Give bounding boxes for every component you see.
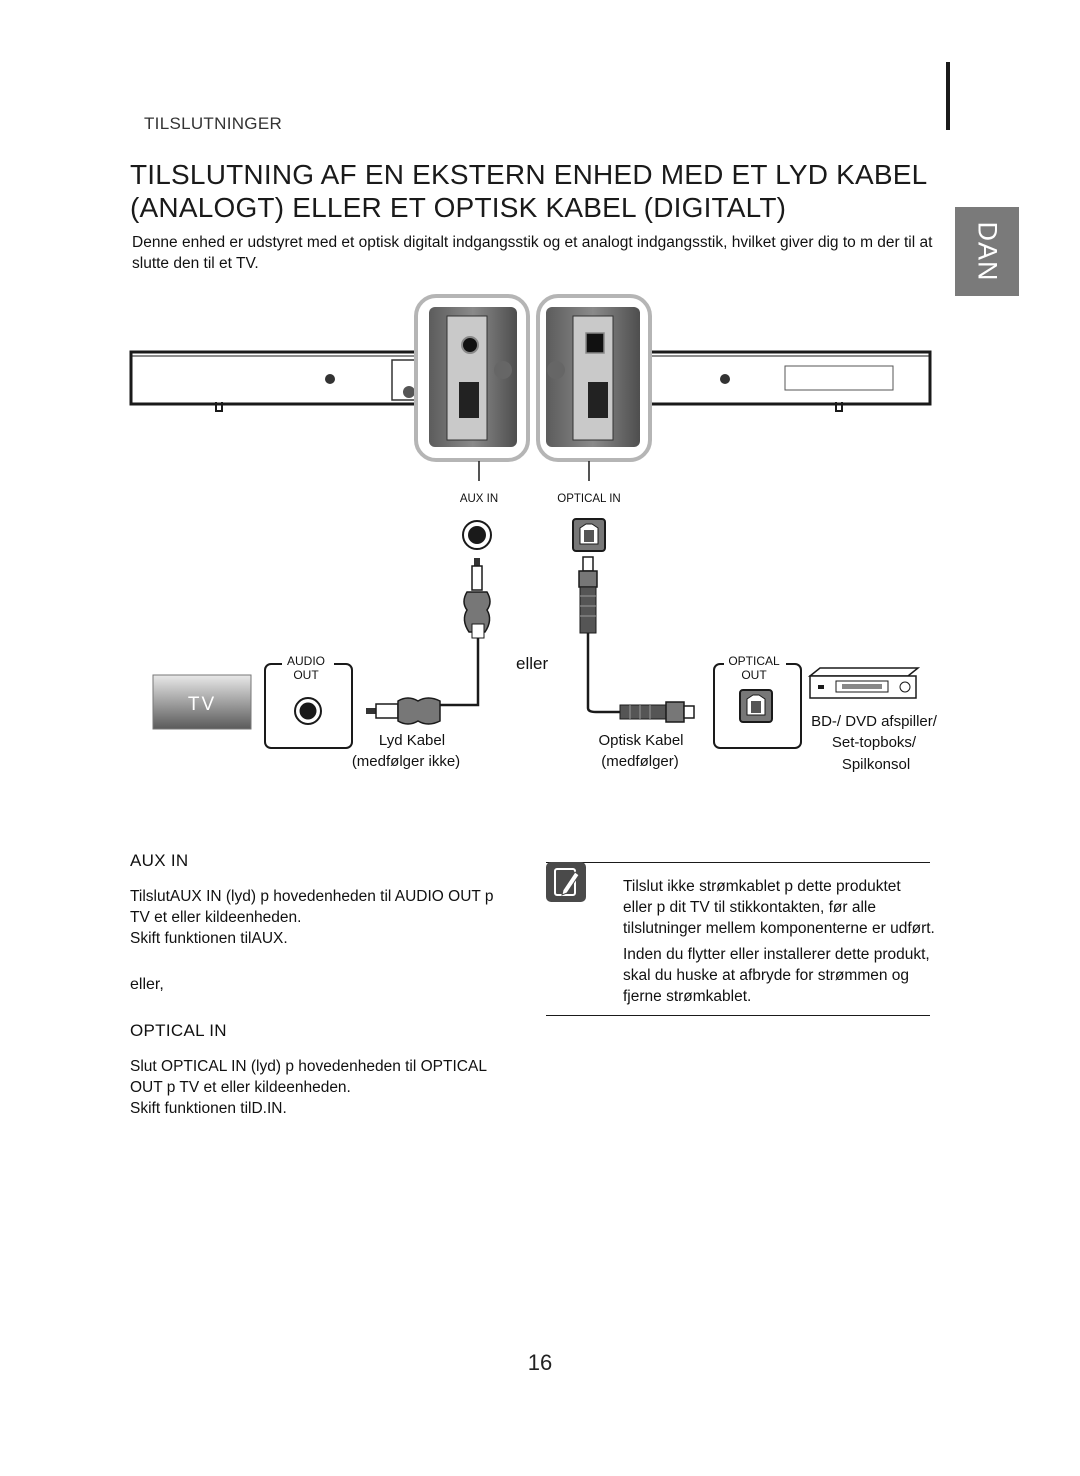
intro-line-1: Denne enhed er udstyret med et optisk di… — [132, 234, 933, 251]
aux-in-port-label: AUX IN — [460, 493, 498, 505]
optical-in-line-3: Skift funktionen tilD.IN. — [130, 1100, 287, 1117]
device-label-2: Set-topboks/ — [832, 734, 917, 751]
page-title: TILSLUTNING AF EN EKSTERN ENHED MED ET L… — [130, 158, 930, 224]
audio-cable-label-1: Lyd Kabel — [379, 732, 445, 749]
note-item-2-line-1: Inden du flytter eller installerer dette… — [623, 946, 930, 963]
note-item-2: Inden du flytter eller installerer dette… — [623, 944, 938, 1007]
aux-panel-zoom — [414, 294, 530, 462]
page-number: 16 — [527, 1350, 553, 1375]
audio-cable — [440, 638, 480, 707]
note-pencil-icon — [546, 862, 586, 902]
aux-in-line-1: TilslutAUX IN (lyd) p hovedenheden til A… — [130, 888, 494, 905]
optical-in-port-label: OPTICAL IN — [557, 493, 620, 505]
aux-jack-icon — [462, 520, 492, 550]
tv-icon: TV — [152, 674, 252, 730]
optical-in-line-2: OUT p TV et eller kildeenheden. — [130, 1079, 351, 1096]
section-label: TILSLUTNINGER — [144, 114, 283, 133]
note-item-1-line-1: Tilslut ikke strømkablet p dette produkt… — [623, 878, 901, 895]
or-label: eller — [516, 654, 548, 673]
optical-plug-icon — [578, 556, 598, 634]
note-item-1-line-3: tilslutninger mellem komponenterne er ud… — [623, 920, 935, 937]
tv-audio-out-label-2: OUT — [293, 668, 319, 682]
optical-cable-label-1: Optisk Kabel — [598, 732, 683, 749]
device-label-3: Spilkonsol — [842, 756, 910, 773]
audio-plug-horizontal-icon — [366, 697, 441, 725]
tv-audio-out-box: AUDIO OUT — [264, 654, 353, 749]
aux-in-instructions: TilslutAUX IN (lyd) p hovedenheden til A… — [130, 886, 530, 949]
note-box — [546, 862, 930, 1016]
note-item-1: Tilslut ikke strømkablet p dette produkt… — [623, 876, 938, 939]
device-optical-out-box: OPTICAL OUT — [713, 654, 802, 749]
audio-cable-label-2: (medfølger ikke) — [352, 753, 460, 770]
note-item-2-line-3: fjerne strømkablet. — [623, 988, 752, 1005]
device-optical-out-label-2: OUT — [741, 668, 767, 682]
tv-audio-out-label-1: AUDIO — [287, 654, 325, 668]
device-label-1: BD-/ DVD afspiller/ — [811, 713, 938, 730]
soundbar-right — [638, 350, 932, 412]
aux-plug-icon — [463, 558, 491, 639]
dvd-player-icon — [807, 667, 921, 699]
header-rule — [946, 62, 950, 130]
intro-paragraph: Denne enhed er udstyret med et optisk di… — [132, 232, 947, 274]
intro-line-2: slutte den til et TV. — [132, 255, 259, 272]
optical-jack-icon — [572, 518, 606, 552]
device-optical-out-label-1: OPTICAL — [728, 654, 780, 668]
note-item-2-line-2: skal du huske at afbryde for strømmen og — [623, 967, 910, 984]
optical-cable — [586, 633, 620, 714]
connection-diagram: AUX IN OPTICAL IN — [129, 294, 938, 773]
tv-label: TV — [188, 694, 216, 715]
aux-in-line-3: Skift funktionen tilAUX. — [130, 930, 288, 947]
page-title-line-2: (ANALOGT) ELLER ET OPTISK KABEL (DIGITAL… — [130, 192, 787, 223]
aux-in-line-2: TV et eller kildeenheden. — [130, 909, 302, 926]
optical-in-instructions: Slut OPTICAL IN (lyd) p hovedenheden til… — [130, 1056, 530, 1119]
note-item-1-line-2: eller p dit TV til stikkontakten, før al… — [623, 899, 876, 916]
optical-panel-zoom — [536, 294, 652, 462]
optical-cable-label-2: (medfølger) — [601, 753, 679, 770]
optical-in-heading: OPTICAL IN — [130, 1021, 227, 1040]
optical-plug-horizontal-icon — [619, 701, 695, 723]
optical-in-line-1: Slut OPTICAL IN (lyd) p hovedenheden til… — [130, 1058, 487, 1075]
or-text: eller, — [130, 976, 164, 993]
soundbar-left — [129, 350, 423, 412]
page-title-line-1: TILSLUTNING AF EN EKSTERN ENHED MED ET L… — [130, 159, 928, 190]
language-tab: DAN — [955, 207, 1019, 296]
aux-in-heading: AUX IN — [130, 851, 189, 870]
